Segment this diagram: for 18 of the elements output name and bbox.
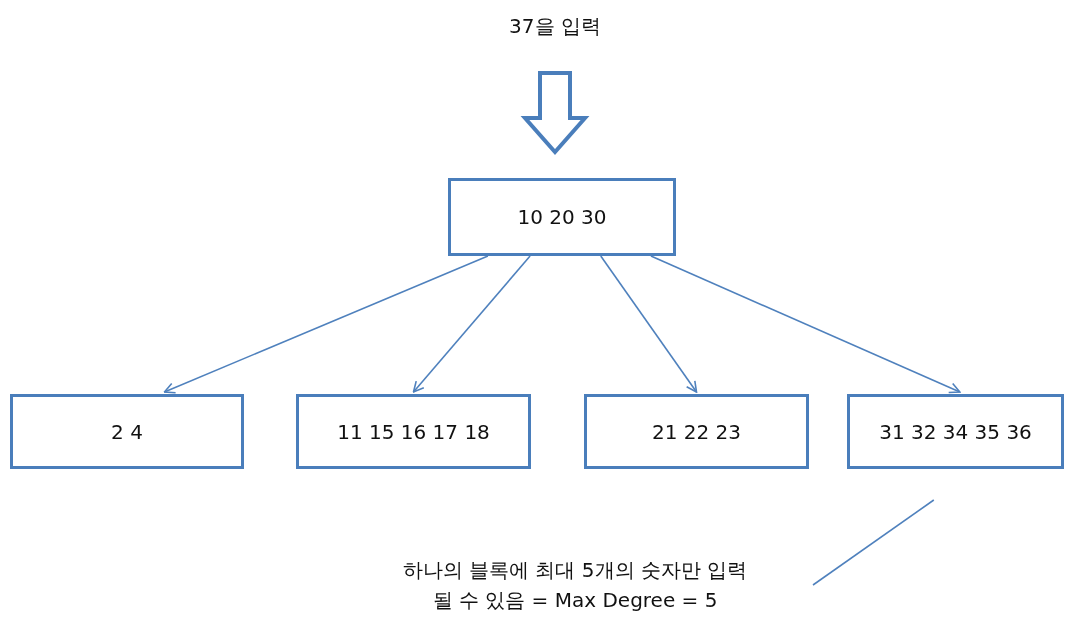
leaf-node-box — [10, 394, 244, 469]
leader-line — [812, 499, 935, 586]
leaf-node-box — [584, 394, 809, 469]
node-keys: 10 20 30 — [517, 205, 607, 229]
node-keys: 2 4 — [111, 419, 143, 444]
arrow — [599, 255, 698, 393]
arrow — [650, 255, 961, 394]
node-keys: 31 32 34 35 36 — [879, 419, 1032, 444]
block-arrow — [520, 71, 590, 156]
note-text: 하나의 블록에 최대 5개의 숫자만 입력될 수 있음 = Max Degree = 5 — [400, 552, 750, 617]
node-keys: 21 22 23 — [651, 419, 742, 444]
node-keys: 11 15 16 17 18 — [337, 419, 490, 444]
leaf-node-box — [296, 394, 531, 469]
root-node-box — [448, 178, 676, 256]
input-label: 37을 입력 — [455, 8, 655, 44]
leaf-node-box — [847, 394, 1064, 469]
arrow — [412, 255, 531, 393]
arrow — [163, 255, 489, 394]
